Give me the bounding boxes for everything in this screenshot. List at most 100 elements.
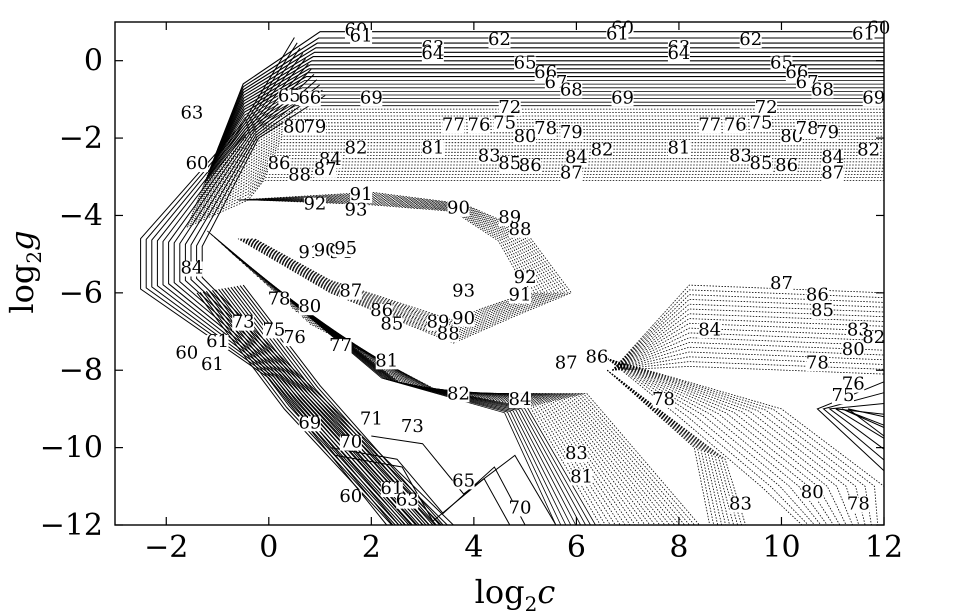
contour-label-mask: [283, 331, 306, 347]
contour-line: [606, 358, 803, 526]
contour-label-mask: [186, 157, 209, 173]
contour-label-mask: [565, 151, 588, 167]
contour-label-mask: [339, 284, 362, 300]
contour-level-label: 82: [862, 327, 885, 348]
contour-line: [256, 275, 626, 526]
contour-line: [330, 447, 526, 526]
contour-line: [612, 303, 885, 371]
contour-label-mask: [509, 501, 532, 517]
contour-level-label: 87: [555, 352, 578, 373]
contour-label-mask: [811, 304, 834, 320]
contour-label-mask: [401, 420, 424, 436]
contour-line: [242, 195, 559, 337]
contour-label-mask: [380, 317, 403, 333]
contour-level-label: 88: [509, 219, 532, 240]
contour-label-mask: [447, 201, 470, 217]
contour-level-label: 90: [452, 308, 475, 329]
contour-label-mask: [298, 300, 321, 316]
x-tick-label: 2: [362, 530, 381, 565]
contour-level-label: 66: [298, 87, 321, 108]
x-tick-label: 10: [762, 530, 800, 565]
contour-level-label: 93: [345, 199, 368, 220]
contour-line: [822, 392, 885, 461]
contour-level-label: 87: [339, 281, 362, 302]
contour-label-mask: [842, 377, 865, 393]
contour-line: [606, 369, 719, 526]
contour-line: [194, 145, 884, 207]
contour-level-label: 82: [857, 139, 880, 160]
contour-line: [145, 42, 394, 526]
contour-label-mask: [467, 118, 490, 134]
contour-level-label: 60: [186, 153, 209, 174]
contour-line: [191, 158, 884, 215]
contour-label-mask: [498, 100, 521, 116]
contour-level-label: 84: [180, 258, 203, 279]
contour-level-label: 61: [201, 354, 224, 375]
contour-level-label: 76: [724, 114, 747, 135]
contour-level-label: 65: [278, 85, 301, 106]
contour-label-mask: [344, 203, 367, 219]
contour-label-mask: [519, 158, 542, 174]
contour-line: [607, 358, 872, 526]
contour-label-mask: [278, 89, 301, 105]
contour-label-mask: [298, 416, 321, 432]
contour-level-label: 81: [421, 138, 444, 159]
contour-label-mask: [509, 222, 532, 238]
contour-line: [204, 101, 884, 183]
y-tick-label: −12: [40, 508, 103, 543]
contour-line: [335, 454, 511, 526]
contour-label-mask: [852, 27, 875, 43]
contour-line: [244, 196, 556, 335]
contour-level-label: 84: [821, 147, 844, 168]
x-tick-label: 6: [567, 530, 586, 565]
contour-label-mask: [514, 271, 537, 287]
contour-line: [248, 199, 546, 330]
contour-line: [606, 358, 809, 526]
contour-line: [198, 129, 884, 198]
contour-label-mask: [206, 335, 229, 351]
contour-level-label: 88: [437, 323, 460, 344]
contour-level-label: 78: [796, 118, 819, 139]
y-axis-label: log2g: [3, 230, 46, 313]
contour-level-label: 83: [565, 443, 588, 464]
contour-line: [607, 358, 879, 526]
contour-level-label: 64: [421, 43, 444, 64]
contour-label-mask: [370, 304, 393, 320]
contour-label-mask: [857, 143, 880, 159]
contour-line: [216, 37, 884, 152]
contour-label-mask: [739, 33, 762, 49]
contour-level-label: 93: [452, 281, 475, 302]
contour-label-mask: [749, 116, 772, 132]
contour-level-label: 86: [370, 300, 393, 321]
contour-line: [841, 408, 885, 428]
contour-label-mask: [509, 393, 532, 409]
contour-label-mask: [821, 166, 844, 182]
contour-level-label: 86: [519, 155, 542, 176]
contour-label-mask: [334, 242, 357, 258]
contour-line: [828, 403, 885, 450]
contour-label-mask: [862, 91, 885, 107]
contour-label-mask: [755, 100, 778, 116]
y-tick-label: −4: [59, 198, 103, 233]
contour-label-mask: [180, 261, 203, 277]
contour-label-mask: [816, 126, 839, 142]
contour-line: [239, 285, 441, 526]
contour-level-label: 77: [329, 335, 352, 356]
contour-label-mask: [831, 389, 854, 405]
contour-line: [606, 358, 822, 526]
contour-label-mask: [421, 141, 444, 157]
contour-label-mask: [801, 485, 824, 501]
contour-label-mask: [303, 197, 326, 213]
contour-label-mask: [560, 166, 583, 182]
contour-level-label: 72: [755, 97, 778, 118]
contour-label-mask: [509, 288, 532, 304]
contour-line: [196, 292, 393, 526]
y-axis-ticks: 0−2−4−6−8−10−12: [40, 44, 884, 543]
contour-level-label: 85: [498, 153, 521, 174]
contour-label-mask: [268, 157, 291, 173]
contour-line: [210, 72, 884, 167]
contour-level-label: 80: [842, 339, 865, 360]
contour-level-label: 85: [811, 300, 834, 321]
